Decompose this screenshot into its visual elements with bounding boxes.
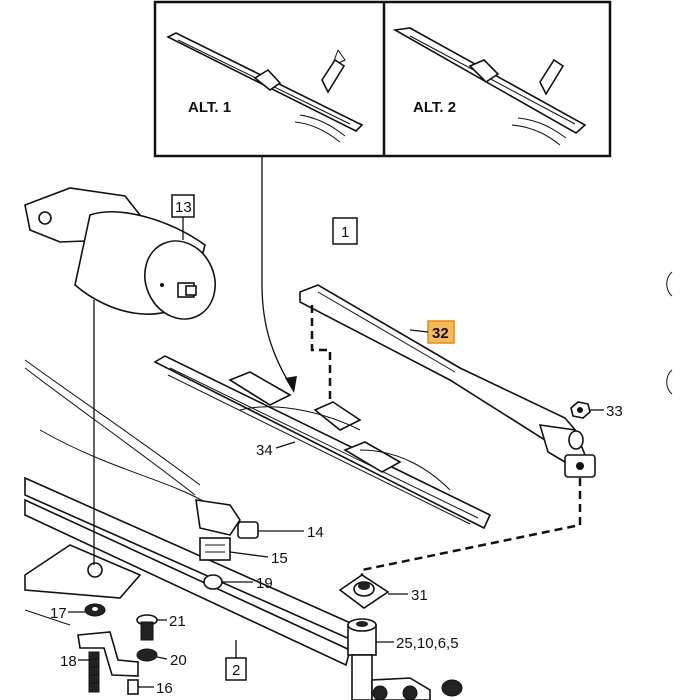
label-17: 17 bbox=[50, 605, 67, 622]
wiper-shaft-drawing bbox=[347, 618, 463, 700]
pointer-arrowhead bbox=[285, 376, 297, 393]
label-19: 19 bbox=[256, 575, 273, 592]
inset-panel: ALT. 1 ALT. 2 bbox=[153, 0, 612, 158]
label-box-2: 2 bbox=[225, 657, 247, 681]
washer-17-drawing bbox=[84, 603, 106, 617]
nut-33-drawing bbox=[570, 401, 591, 419]
screw-21-drawing bbox=[136, 614, 158, 641]
linkage-frame-drawing bbox=[24, 359, 356, 667]
label-box-1: 1 bbox=[332, 217, 358, 245]
label-box-13: 13 bbox=[171, 194, 195, 218]
label-32: 32 bbox=[432, 325, 449, 342]
wiring-harness-drawing bbox=[39, 429, 259, 561]
highlighted-label-32: 32 bbox=[427, 320, 455, 344]
grommet-19-drawing bbox=[203, 574, 223, 590]
label-31: 31 bbox=[411, 587, 428, 604]
label-1: 1 bbox=[341, 224, 349, 241]
wiper-arm-drawing bbox=[299, 284, 596, 478]
alt1-blade-drawing bbox=[166, 32, 364, 143]
label-2: 2 bbox=[232, 662, 240, 679]
label-18: 18 bbox=[60, 653, 77, 670]
wiper-motor-drawing bbox=[24, 187, 216, 320]
screw-16-drawing bbox=[127, 679, 139, 695]
label-25-10-6-5: 25,10,6,5 bbox=[396, 635, 459, 652]
label-34: 34 bbox=[256, 442, 273, 459]
label-15: 15 bbox=[271, 550, 288, 567]
nut-20-drawing bbox=[136, 648, 158, 662]
label-33: 33 bbox=[606, 403, 623, 420]
bracket-18-drawing bbox=[77, 631, 139, 693]
label-21: 21 bbox=[169, 613, 186, 630]
seal-31-drawing bbox=[338, 574, 390, 609]
alt2-blade-drawing bbox=[392, 27, 587, 146]
alt2-label: ALT. 2 bbox=[413, 99, 456, 116]
wiper-blade-drawing bbox=[153, 355, 492, 530]
label-13: 13 bbox=[175, 199, 192, 216]
label-14: 14 bbox=[307, 524, 324, 541]
label-20: 20 bbox=[170, 652, 187, 669]
alt1-label: ALT. 1 bbox=[188, 99, 231, 116]
label-16: 16 bbox=[156, 680, 173, 697]
